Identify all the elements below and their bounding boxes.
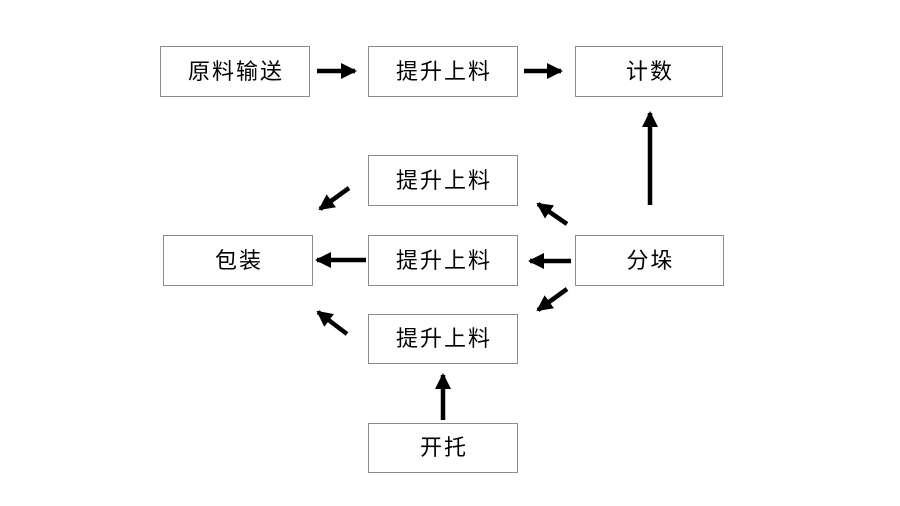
node-lifting-feeding-top-label: 提升上料: [395, 58, 492, 84]
arrow-lifting-upper-to-packaging: [318, 186, 351, 211]
node-lifting-feeding-upper: 提升上料: [368, 155, 518, 206]
node-counting-label: 计数: [625, 58, 674, 84]
arrow-destacking-to-lifting-upper: [536, 202, 569, 226]
node-counting: 计数: [575, 46, 723, 97]
node-lifting-feeding-upper-label: 提升上料: [395, 167, 492, 193]
node-raw-material-conveying-label: 原料输送: [187, 58, 284, 84]
arrow-lifting-lower-to-packaging: [316, 310, 349, 336]
node-pallet-opening: 开托: [368, 423, 518, 473]
node-pallet-opening-label: 开托: [419, 435, 468, 460]
node-destacking: 分垛: [575, 235, 724, 286]
node-packaging: 包装: [163, 235, 313, 286]
node-destacking-label: 分垛: [626, 247, 675, 273]
node-lifting-feeding-top: 提升上料: [368, 46, 518, 97]
node-lifting-feeding-middle-label: 提升上料: [395, 247, 492, 273]
node-lifting-feeding-lower: 提升上料: [368, 314, 518, 364]
node-lifting-feeding-lower-label: 提升上料: [395, 326, 492, 351]
node-raw-material-conveying: 原料输送: [160, 46, 310, 97]
node-lifting-feeding-middle: 提升上料: [368, 235, 518, 286]
arrow-destacking-to-lifting-lower: [536, 287, 569, 312]
node-packaging-label: 包装: [214, 247, 263, 273]
